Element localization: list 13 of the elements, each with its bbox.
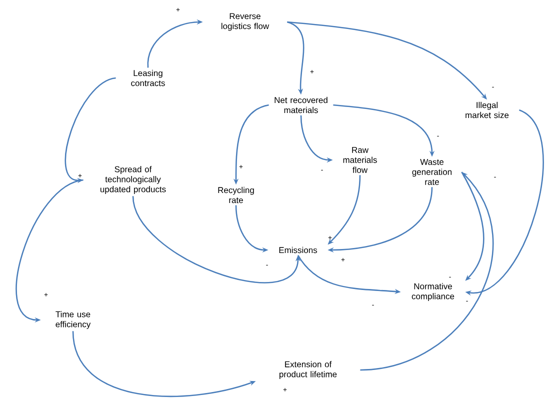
- variable-label: Time use efficiency: [56, 311, 91, 329]
- variable-label: Emissions: [279, 246, 318, 254]
- variable-label: Normative compliance: [412, 283, 454, 301]
- variable-label: Illegal market size: [466, 102, 509, 118]
- variable-label: Waste generation rate: [412, 159, 452, 185]
- causal-arrow: [360, 172, 494, 371]
- variable-label: Raw materials flow: [343, 147, 377, 173]
- variable-label: Net recovered materials: [274, 96, 328, 114]
- variable-label: Spread of technologically updated products: [100, 166, 166, 194]
- variable-label: Leasing contracts: [131, 70, 165, 86]
- variable-label: Extension of product lifetime: [280, 361, 337, 379]
- variable-label: Recycling rate: [218, 186, 254, 204]
- variable-label: Reverse logistics flow: [222, 13, 270, 31]
